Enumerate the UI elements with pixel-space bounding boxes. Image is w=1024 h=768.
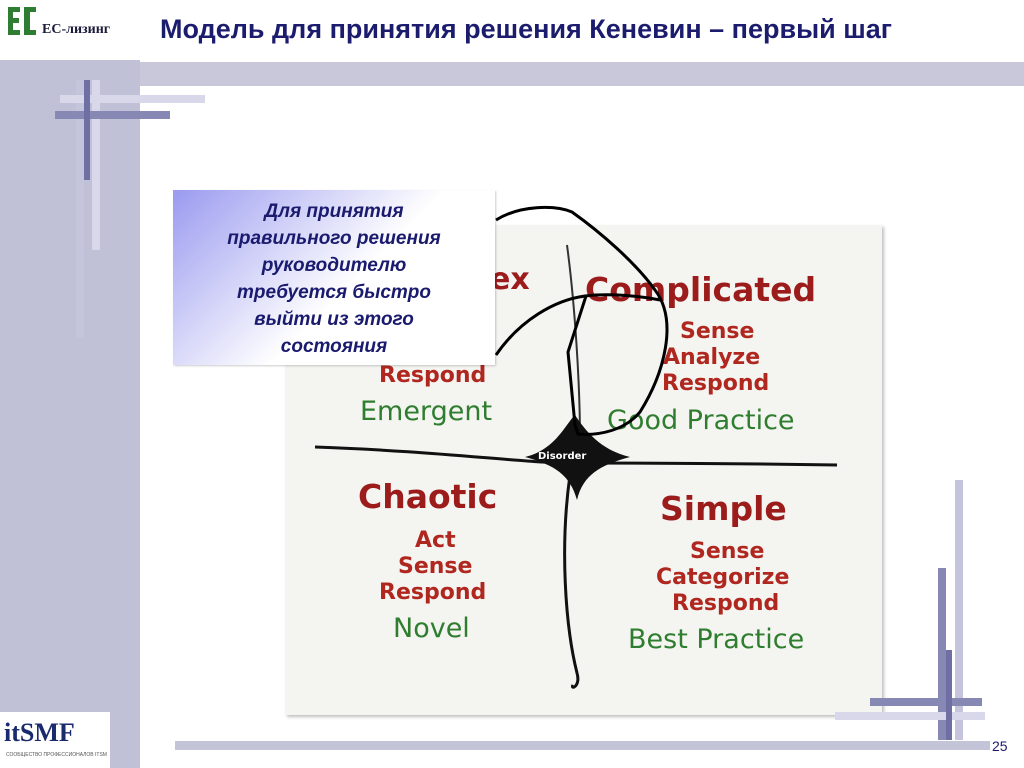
deco-bar (92, 80, 100, 250)
chaotic-practice: Novel (393, 613, 470, 644)
deco-bar (55, 111, 170, 119)
chaotic-step: Sense (398, 554, 473, 579)
deco-bar (938, 568, 946, 740)
complex-title-fragment: ex (490, 262, 530, 297)
chaotic-step: Act (415, 528, 456, 553)
deco-bar (946, 650, 952, 740)
complicated-practice: Good Practice (607, 405, 795, 436)
deco-bar (870, 698, 982, 706)
logo-area: ЕС-лизинг (0, 0, 140, 60)
complicated-step: Respond (662, 371, 770, 396)
simple-step: Sense (690, 539, 765, 564)
company-logo-text: ЕС-лизинг (42, 22, 111, 37)
deco-bar (955, 480, 963, 740)
chaotic-title: Chaotic (358, 477, 498, 516)
deco-bar (84, 80, 90, 180)
complicated-title: Complicated (585, 270, 817, 309)
deco-bar (60, 95, 205, 103)
simple-title: Simple (660, 489, 787, 528)
title-bar: Модель для принятия решения Кеневин – пе… (140, 0, 1024, 62)
title-underline-band (140, 62, 1024, 86)
footer-rule (175, 741, 990, 750)
complex-step: Respond (379, 363, 487, 388)
deco-bar (835, 712, 985, 720)
complicated-step: Sense (680, 319, 755, 344)
ec-logo-icon (4, 4, 40, 38)
left-sidebar (0, 0, 140, 768)
simple-step: Categorize (656, 565, 790, 590)
complicated-step: Analyze (663, 345, 761, 370)
deco-bar (76, 80, 84, 338)
chaotic-step: Respond (379, 580, 487, 605)
callout-text: Для принятия правильного решения руковод… (227, 201, 441, 357)
itsmf-logo-text: itSMF (4, 718, 75, 747)
simple-step: Respond (672, 591, 780, 616)
itsmf-logo: itSMF СООБЩЕСТВО ПРОФЕССИОНАЛОВ ITSM (0, 712, 110, 768)
disorder-label: Disorder (538, 451, 587, 462)
callout-box: Для принятия правильного решения руковод… (173, 190, 495, 365)
simple-practice: Best Practice (628, 624, 805, 655)
complex-practice: Emergent (360, 396, 493, 427)
itsmf-logo-subtitle: СООБЩЕСТВО ПРОФЕССИОНАЛОВ ITSM (6, 752, 107, 758)
slide-title: Модель для принятия решения Кеневин – пе… (160, 14, 892, 44)
page-number: 25 (992, 738, 1008, 754)
